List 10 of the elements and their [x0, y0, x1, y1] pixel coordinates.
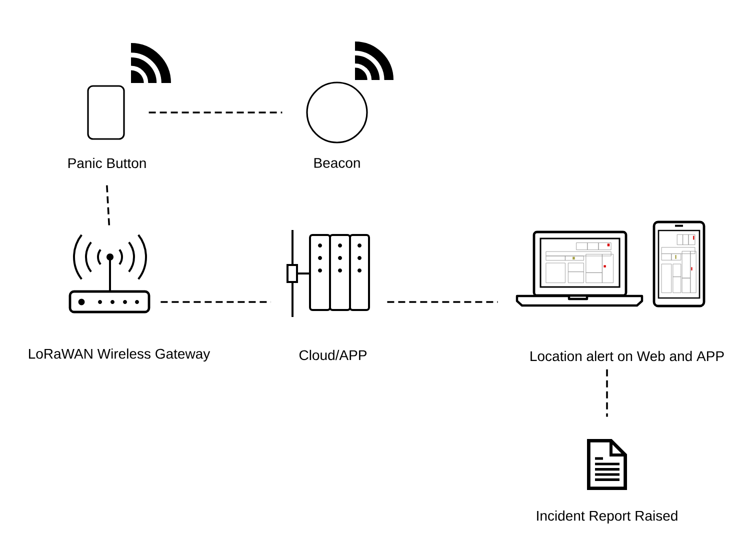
node-label: Location alert on Web and APP [530, 350, 724, 362]
connector [387, 301, 498, 303]
node-label: Incident Report Raised [537, 510, 678, 524]
node-label: Beacon [314, 158, 360, 168]
connector [160, 301, 271, 303]
connector [148, 112, 282, 114]
node-label: LoRaWAN Wireless Gateway [29, 348, 210, 362]
connector [606, 369, 608, 417]
node-label: Panic Button [68, 158, 146, 168]
node-label: Cloud/APP [299, 350, 366, 360]
